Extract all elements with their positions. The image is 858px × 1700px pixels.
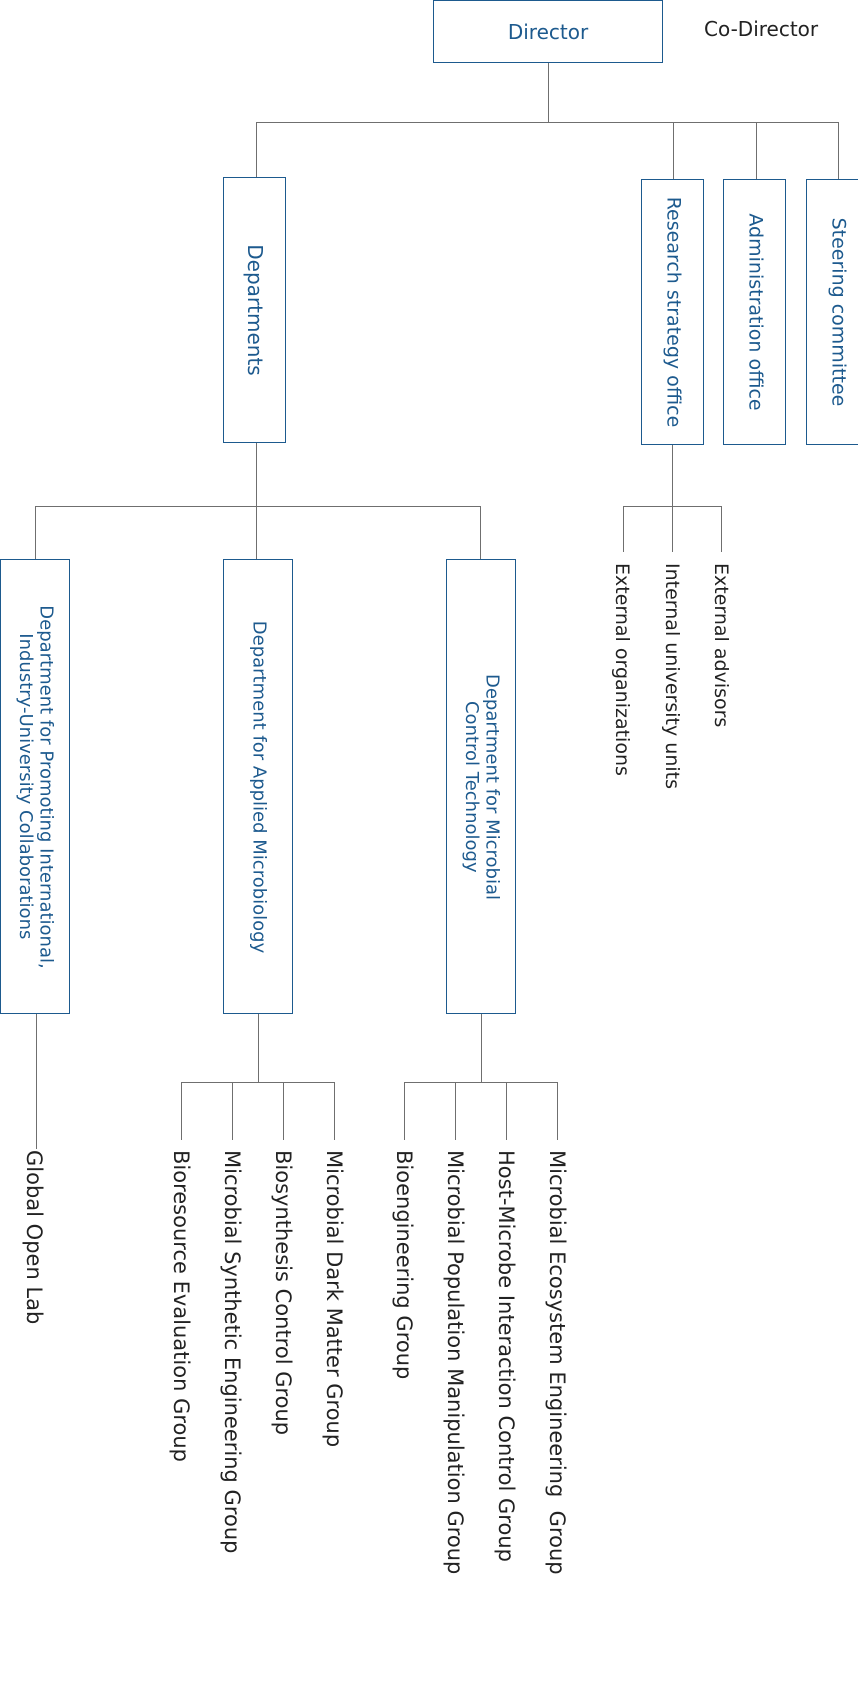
connector-line xyxy=(35,506,481,507)
director-label: Director xyxy=(507,19,589,44)
connector-line xyxy=(181,1082,182,1140)
connector-line xyxy=(35,506,36,559)
connector-line xyxy=(838,122,839,179)
group-label: Microbial Dark Matter Group xyxy=(322,1150,347,1448)
department-box-international: Department for Promoting International, … xyxy=(0,559,70,1014)
connector-line xyxy=(36,1014,37,1149)
department-label-line: Department for Microbial xyxy=(481,673,503,900)
group-label: Bioengineering Group xyxy=(392,1150,417,1380)
connector-line xyxy=(623,506,722,507)
connector-line xyxy=(481,1014,482,1083)
departments-label: Departments xyxy=(243,244,267,376)
connector-line xyxy=(283,1082,284,1140)
connector-line xyxy=(623,506,624,552)
steering-committee-label: Steering committee xyxy=(827,217,850,407)
internal-university-units-label: Internal university units xyxy=(660,563,683,789)
group-label: Bioresource Evaluation Group xyxy=(169,1150,194,1463)
group-label: Microbial Population Manipulation Group xyxy=(443,1150,468,1575)
connector-line xyxy=(181,1082,335,1083)
group-label: Microbial Ecosystem Engineering Group xyxy=(545,1150,570,1575)
administration-office-box: Administration office xyxy=(723,179,786,445)
connector-line xyxy=(334,1082,335,1140)
connector-line xyxy=(557,1082,558,1140)
external-advisors-label: External advisors xyxy=(709,563,732,728)
research-strategy-office-label: Research strategy office xyxy=(662,196,685,428)
connector-line xyxy=(256,122,257,178)
department-box-microbial-control: Department for Microbial Control Technol… xyxy=(446,559,516,1014)
group-label: Microbial Synthetic Engineering Group xyxy=(220,1150,245,1554)
group-label: Global Open Lab xyxy=(22,1150,47,1325)
co-director-label: Co-Director xyxy=(704,17,819,41)
connector-line xyxy=(721,506,722,552)
connector-line xyxy=(672,445,673,552)
external-organizations-label: External organizations xyxy=(610,563,633,776)
connector-line xyxy=(673,122,674,179)
administration-office-label: Administration office xyxy=(744,213,767,411)
department-label-line: Department for Promoting International, xyxy=(35,604,57,969)
connector-line xyxy=(480,506,481,559)
department-label-international: Department for Promoting International, … xyxy=(14,604,57,969)
group-label: Biosynthesis Control Group xyxy=(271,1150,296,1436)
department-label-line: Control Technology xyxy=(461,700,482,873)
connector-line xyxy=(404,1082,558,1083)
connector-line xyxy=(258,1014,259,1083)
connector-line xyxy=(232,1082,233,1140)
connector-line xyxy=(455,1082,456,1140)
department-box-applied-microbiology: Department for Applied Microbiology xyxy=(223,559,293,1014)
director-box: Director xyxy=(433,0,663,63)
departments-box: Departments xyxy=(223,177,286,443)
connector-line xyxy=(548,63,549,123)
department-label-microbial-control: Department for Microbial Control Technol… xyxy=(460,673,503,900)
research-strategy-office-box: Research strategy office xyxy=(641,179,704,445)
connector-line xyxy=(256,443,257,559)
department-label-applied-microbiology: Department for Applied Microbiology xyxy=(248,620,270,953)
group-label: Host-Microbe Interaction Control Group xyxy=(494,1150,519,1562)
connector-line xyxy=(756,122,757,179)
connector-line xyxy=(506,1082,507,1140)
connector-line xyxy=(404,1082,405,1140)
steering-committee-box: Steering committee xyxy=(806,179,858,445)
department-label-line: Industry-University Collaborations xyxy=(15,633,36,940)
connector-line xyxy=(256,122,839,123)
